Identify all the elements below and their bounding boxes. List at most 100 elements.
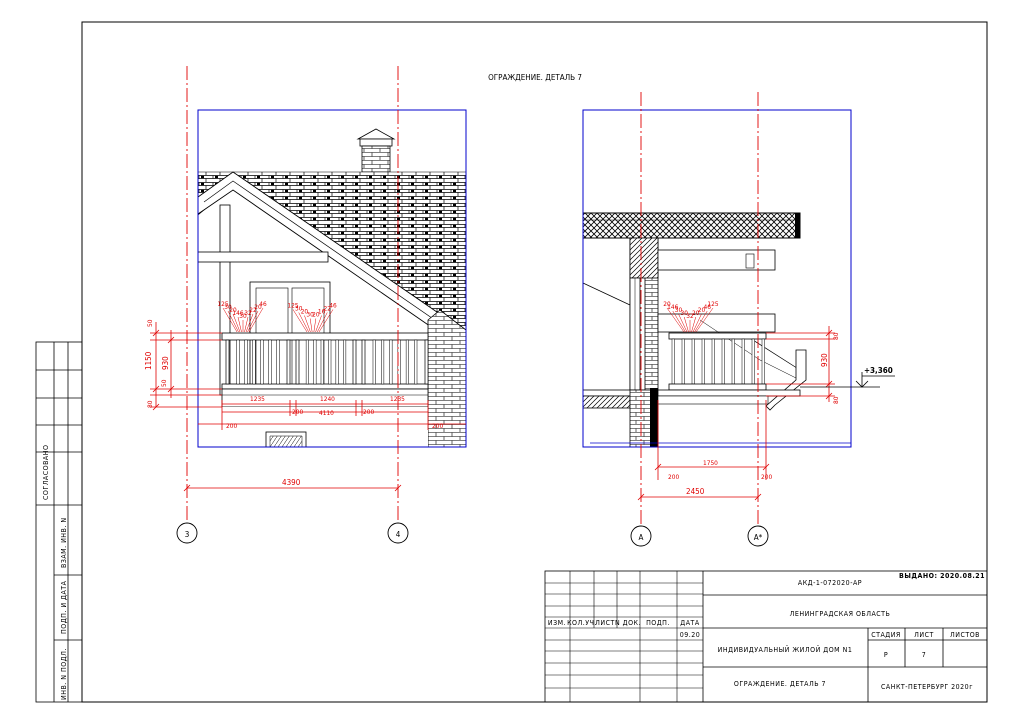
dimension-leader <box>318 309 334 333</box>
dim-200b: 200 <box>363 408 374 416</box>
tb-col-izm: ИЗМ. <box>548 619 566 627</box>
railing <box>221 332 429 408</box>
baluster <box>260 339 264 385</box>
tb-col-podp: ПОДП. <box>646 619 670 627</box>
railing-post <box>286 339 291 385</box>
dimension-label: 30 <box>675 306 683 314</box>
svg-text:4: 4 <box>396 530 401 539</box>
dimension-leader <box>315 315 322 333</box>
dimension-label: 20 <box>663 300 671 308</box>
stamp-inv: ИНВ. N ПОДЛ. <box>60 648 68 700</box>
svg-text:А*: А* <box>754 533 763 542</box>
tb-date-val: 09.20 <box>680 631 701 639</box>
stamp-soglasovano: СОГЛАСОВАНО <box>42 445 50 500</box>
axis-marker-3: 3 <box>176 522 198 544</box>
dimension-label: 20 <box>692 309 700 317</box>
dimension-leader <box>304 315 311 333</box>
dimension-label: 30 <box>224 303 232 311</box>
dim-r-v930: 930 <box>820 353 829 367</box>
dim-200a: 200 <box>292 408 303 416</box>
baluster <box>335 339 339 385</box>
dim-1240: 1240 <box>320 395 335 403</box>
tb-list-h: ЛИСТ <box>914 631 934 639</box>
tb-region: ЛЕНИНГРАДСКАЯ ОБЛАСТЬ <box>790 610 891 618</box>
tb-drawing: ОГРАЖДЕНИЕ. ДЕТАЛЬ 7 <box>734 680 826 688</box>
dimension-label: 46 <box>329 302 337 310</box>
dim-4390: 4390 <box>282 478 301 487</box>
axis-marker-4: 4 <box>387 522 409 544</box>
railing-section <box>668 332 767 391</box>
dimension-label: 20 <box>301 308 309 316</box>
baluster <box>268 339 272 385</box>
dimension-label: 125 <box>217 300 228 308</box>
dimension-label: 20 <box>229 306 237 314</box>
dimension-leader <box>222 307 238 333</box>
title-block <box>544 570 988 703</box>
dimension-leader <box>678 313 688 333</box>
dimension-leader <box>248 307 264 333</box>
dimension-leader <box>309 318 313 333</box>
dimension-leader <box>247 310 259 333</box>
dimension-leader <box>298 312 309 333</box>
baluster <box>751 338 755 385</box>
baluster <box>328 339 332 385</box>
dimension-leader <box>244 316 249 333</box>
dim-v1150: 1150 <box>144 351 153 370</box>
dimension-label: 30 <box>306 311 314 319</box>
tb-listov-h: ЛИСТОВ <box>950 631 980 639</box>
dimension-leader <box>317 312 328 333</box>
dimension-label: 46 <box>259 300 267 308</box>
dimension-leader <box>292 309 308 333</box>
baluster <box>711 338 715 385</box>
dim-r-2450: 2450 <box>686 487 705 496</box>
baluster <box>741 338 745 385</box>
svg-text:А: А <box>639 533 644 542</box>
dimension-label: 22 <box>249 306 257 314</box>
baluster <box>236 339 240 385</box>
dim-1235a: 1235 <box>250 395 265 403</box>
dim-4110: 4110 <box>319 409 334 417</box>
dim-r-v80: 80 <box>832 332 840 340</box>
tb-col-ndok: N ДОК. <box>615 619 641 627</box>
dimension-leader <box>691 316 696 333</box>
railing-post <box>352 339 357 385</box>
railing-post <box>424 339 429 385</box>
dimension-label: 20 <box>312 311 320 319</box>
dimension-label: 30 <box>681 309 689 317</box>
dimension-label: 32 <box>686 312 694 320</box>
dimension-leader <box>245 313 254 333</box>
dimension-label: 146 <box>232 309 243 317</box>
baluster <box>671 338 675 385</box>
tb-col-koluch: КОЛ.УЧ. <box>567 619 597 627</box>
dimension-label: 32 <box>244 309 252 317</box>
baluster <box>691 338 695 385</box>
railing-post <box>225 339 230 385</box>
dim-r-200a: 200 <box>668 473 679 481</box>
tb-col-list: ЛИСТ <box>595 619 615 627</box>
left-view-frame <box>197 109 467 448</box>
baluster <box>701 338 705 385</box>
baluster <box>389 339 393 385</box>
dim-r-v80b: 80 <box>832 396 840 404</box>
axis-marker-a: А <box>630 525 652 547</box>
baluster <box>313 339 317 385</box>
dimension-leader <box>237 316 242 333</box>
right-view-frame <box>582 109 852 448</box>
baluster <box>761 338 765 385</box>
tb-stage-v: Р <box>884 651 888 659</box>
dimension-label: 146 <box>667 303 678 311</box>
dim-v50a: 50 <box>146 319 154 327</box>
tb-stage-h: СТАДИЯ <box>871 631 901 639</box>
floor-slab <box>582 212 801 239</box>
dim-1235b: 1235 <box>390 395 405 403</box>
svg-text:+3,360: +3,360 <box>864 366 893 375</box>
tb-object: ИНДИВИДУАЛЬНЫЙ ЖИЛОЙ ДОМ N1 <box>718 645 853 654</box>
svg-text:3: 3 <box>185 530 190 539</box>
baluster <box>252 339 256 385</box>
dimension-leader <box>672 310 686 333</box>
baluster <box>372 339 376 385</box>
dim-200c: 200 <box>226 422 237 430</box>
dimension-label: 22 <box>324 305 332 313</box>
baluster <box>305 339 309 385</box>
baluster <box>343 339 347 385</box>
